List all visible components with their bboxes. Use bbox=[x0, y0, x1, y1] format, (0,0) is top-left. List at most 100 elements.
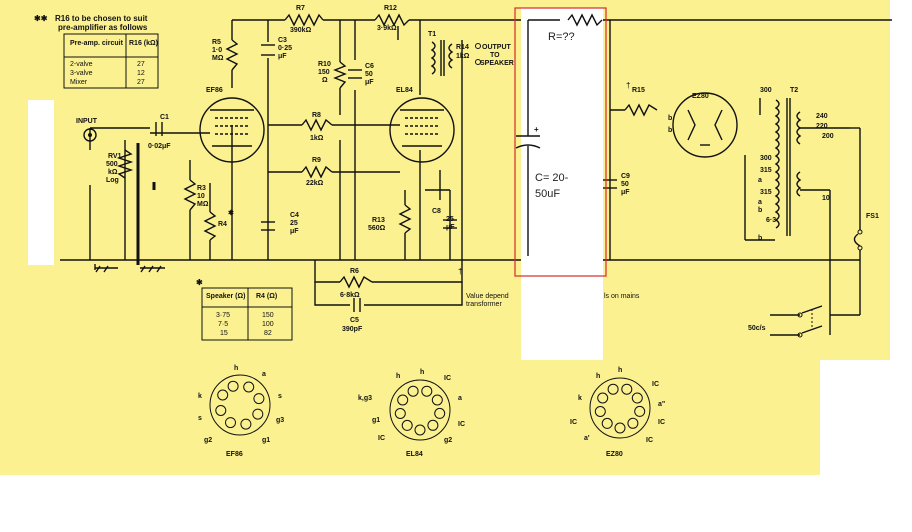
base-pin bbox=[394, 408, 406, 419]
c5-label: C5 bbox=[350, 317, 359, 324]
base-pin bbox=[631, 392, 643, 404]
c8-label: C8 bbox=[432, 208, 441, 215]
base-ez80-pin-ic2: IC bbox=[658, 419, 665, 426]
base-el84: EL84 h h IC a IC g2 IC g1 k,g3 bbox=[358, 369, 465, 458]
c6-value-1: 50 bbox=[365, 71, 373, 78]
base-pin bbox=[431, 394, 443, 406]
transformer-t2: T2 300 240 220 200 10 300 315 315 6·3 a … bbox=[758, 87, 834, 242]
r7-label: R7 bbox=[296, 5, 305, 12]
c3-value-2: μF bbox=[278, 53, 287, 60]
note-mark: ✱✱ bbox=[34, 14, 48, 23]
base-pin bbox=[243, 381, 255, 393]
speaker-row-1-a: 3·75 bbox=[216, 312, 230, 319]
preamp-row-3-a: Mixer bbox=[70, 79, 88, 86]
resistor-r10: R10 150 Ω bbox=[318, 61, 347, 89]
dagger-note-line-2: transformer bbox=[466, 301, 502, 308]
c9-label: C9 bbox=[621, 173, 630, 180]
valve-ez80: EZ80 b b bbox=[668, 92, 738, 158]
tap-300-a: 300 bbox=[760, 87, 772, 94]
r12-value: 3·9kΩ bbox=[377, 25, 397, 32]
base-pin bbox=[421, 385, 433, 397]
speaker-header-2: R4 (Ω) bbox=[256, 293, 277, 300]
resistor-r4: R4 ✱ bbox=[203, 209, 234, 241]
base-ef86-pin-s: s bbox=[278, 393, 282, 400]
base-pin bbox=[621, 383, 633, 395]
tap-6-3: 6·3 bbox=[766, 217, 776, 224]
base-pin bbox=[594, 406, 606, 417]
capacitor-c8: C8 25 μF bbox=[432, 208, 457, 231]
c5-value: 390pF bbox=[342, 326, 363, 333]
r5-label: R5 bbox=[212, 39, 221, 46]
output-label-2: TO bbox=[490, 52, 500, 59]
base-ef86-name: EF86 bbox=[226, 451, 243, 458]
fs1-label: FS1 bbox=[866, 213, 879, 220]
r14-label: R14 bbox=[456, 44, 469, 51]
resistor-r3: R3 10 MΩ bbox=[183, 179, 209, 211]
capacitor-c3: C3 0·25 μF bbox=[261, 37, 292, 60]
base-pin bbox=[227, 380, 239, 392]
base-ez80-pin-ic1: IC bbox=[652, 381, 659, 388]
c1-value: 0·02μF bbox=[148, 143, 171, 150]
r5-value-1: 1·0 bbox=[212, 47, 222, 54]
rv1-value-1: 500 bbox=[106, 161, 118, 168]
base-ef86-pin-g2: g2 bbox=[204, 437, 212, 444]
overlay-cap-label-2: 50uF bbox=[535, 188, 560, 200]
base-ez80-pin-a1: a' bbox=[584, 435, 590, 442]
tap-300-b: 300 bbox=[760, 155, 772, 162]
preamp-row-2-b: 12 bbox=[137, 70, 145, 77]
base-el84-pin-a: a bbox=[458, 395, 462, 402]
resistor-r6: R6 6·8kΩ bbox=[339, 268, 373, 299]
preamp-row-3-b: 27 bbox=[137, 79, 145, 86]
t1-label: T1 bbox=[428, 31, 436, 38]
overlay-resistor-label: R=?? bbox=[548, 31, 575, 43]
svg-text:a: a bbox=[758, 177, 762, 184]
speaker-row-3-a: 15 bbox=[220, 330, 228, 337]
r13-value: 560Ω bbox=[368, 225, 386, 232]
c1-label: C1 bbox=[160, 114, 169, 121]
r16-note: ✱✱ R16 to be chosen to suit pre-amplifie… bbox=[34, 14, 148, 32]
r15-label: R15 bbox=[632, 87, 645, 94]
base-el84-pin-kg3: k,g3 bbox=[358, 395, 372, 402]
base-ez80-pin-ic3: IC bbox=[646, 437, 653, 444]
svg-text:†: † bbox=[458, 267, 462, 276]
base-ez80-pin-ic4: IC bbox=[570, 419, 577, 426]
r10-value-2: Ω bbox=[322, 77, 328, 84]
base-ef86-pin-a: a bbox=[262, 371, 266, 378]
r6-label: R6 bbox=[350, 268, 359, 275]
paper-cut-br bbox=[820, 360, 912, 532]
base-el84-pin-ic1: IC bbox=[444, 375, 451, 382]
base-pin bbox=[434, 407, 446, 419]
base-ez80-pin-k: k bbox=[578, 395, 582, 402]
c3-label: C3 bbox=[278, 37, 287, 44]
speaker-row-3-b: 82 bbox=[264, 330, 272, 337]
c6-value-2: μF bbox=[365, 79, 374, 86]
capacitor-c4: C4 25 μF bbox=[261, 212, 299, 235]
speaker-header-1: Speaker (Ω) bbox=[206, 293, 245, 300]
white-patch-left bbox=[28, 100, 54, 265]
base-ez80-name: EZ80 bbox=[606, 451, 623, 458]
base-el84-pin-g1: g1 bbox=[372, 417, 380, 424]
svg-text:b: b bbox=[758, 207, 762, 214]
input-jack-icon[interactable] bbox=[83, 128, 97, 142]
resistor-r8: R8 1kΩ bbox=[301, 112, 333, 142]
base-pin bbox=[407, 385, 419, 397]
c6-label: C6 bbox=[365, 63, 374, 70]
transformer-t1: T1 R14 1kΩ OUTPUT TO SPEAKER bbox=[428, 31, 514, 76]
base-pin bbox=[397, 394, 409, 406]
valve-ef86: EF86 bbox=[199, 87, 265, 163]
paper-background bbox=[0, 0, 890, 475]
base-el84-name: EL84 bbox=[406, 451, 423, 458]
rv1-value-3: Log bbox=[106, 177, 119, 184]
overlay-cap-plate-2 bbox=[515, 144, 541, 149]
preamp-row-2-a: 3-valve bbox=[70, 70, 93, 77]
base-pin bbox=[225, 417, 236, 429]
c3-value-1: 0·25 bbox=[278, 45, 292, 52]
input-label: INPUT bbox=[76, 118, 98, 125]
r3-value-1: 10 bbox=[197, 193, 205, 200]
r3-value-2: MΩ bbox=[197, 201, 209, 208]
c9-value-1: 50 bbox=[621, 181, 629, 188]
base-el84-pin-ic3: IC bbox=[378, 435, 385, 442]
preamp-header-1: Pre-amp. circuit bbox=[70, 40, 124, 47]
